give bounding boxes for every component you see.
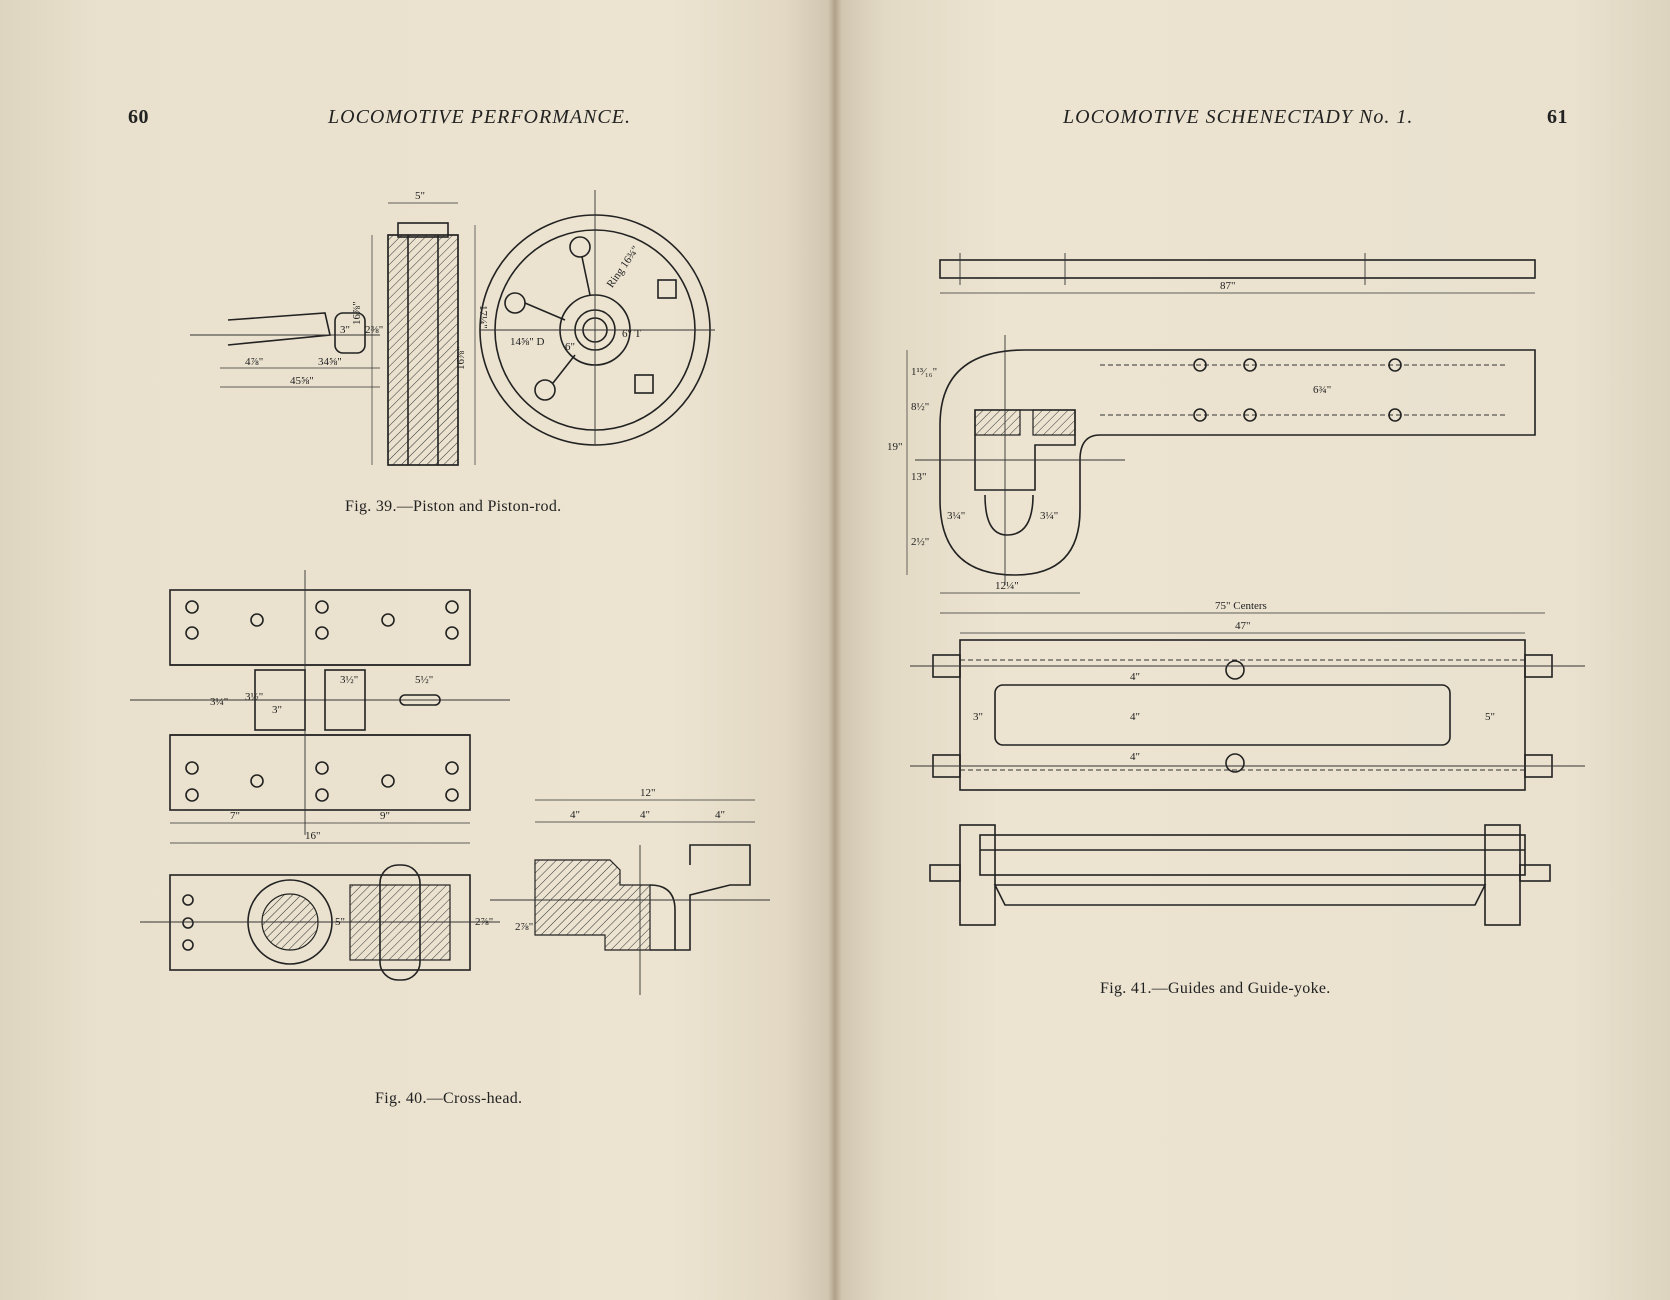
- dim-2-1-2: 2½": [911, 536, 929, 548]
- dim-45-5-8: 45⅝": [290, 375, 314, 387]
- page-number-right: 61: [1547, 106, 1568, 128]
- dim-4in-b: 4": [640, 809, 650, 821]
- dim-ring-16-3-4: Ring 16¾": [605, 244, 642, 290]
- dim-16-7-8-b: 16⅞": [455, 346, 467, 370]
- dim-16-7-8-a: 16⅞": [351, 301, 363, 325]
- figure-41-caption: Fig. 41.—Guides and Guide-yoke.: [1100, 980, 1331, 997]
- dim-4-7-8: 4⅞": [245, 356, 263, 368]
- dim-3-1-4-a: 3¼": [947, 510, 965, 522]
- dim-4in-b-yoke: 4": [1130, 711, 1140, 723]
- dim-3in: 3": [340, 324, 350, 336]
- dim-3-1-2-b: 3½": [245, 691, 263, 703]
- dim-87in: 87": [1220, 280, 1236, 292]
- dim-4in-c-yoke: 4": [1130, 751, 1140, 763]
- dim-5in-yoke: 5": [1485, 711, 1495, 723]
- dim-3-1-2-a: 3½": [340, 674, 358, 686]
- guide-bolt-holes: [1193, 358, 1402, 422]
- figure-41-drawing: 87" 6¾" 1¹³⁄₁₆" 8½" 19" 13" 2½" 3¼" 3¼": [887, 253, 1585, 926]
- right-page: LOCOMOTIVE SCHENECTADY No. 1. 61 87": [835, 0, 1670, 1300]
- dim-1-13-16: 1¹³⁄₁₆": [911, 366, 937, 378]
- dim-9in: 9": [380, 810, 390, 822]
- figure-39-drawing: 5" 16⅞" 17¼" 16⅞" 3" 2⅜" 4⅞" 34⅝" 45⅝": [190, 190, 715, 466]
- dim-6in-t: 6" T: [622, 328, 642, 340]
- dim-7in: 7": [230, 810, 240, 822]
- dim-6-3-4: 6¾": [1313, 384, 1331, 396]
- figure-40-caption: Fig. 40.—Cross-head.: [375, 1090, 523, 1107]
- figure-40-drawing: 3½" 3¼" 3" 3½" 5½" 7" 9" 16" 5" 2⅞" 12" …: [130, 570, 770, 995]
- dim-3in-b: 3": [272, 704, 282, 716]
- dim-75-centers: 75" Centers: [1215, 600, 1267, 612]
- dim-14-5-8-d: 14⅝" D: [510, 336, 544, 348]
- dim-5-1-2: 5½": [415, 674, 433, 686]
- dim-13in: 13": [911, 471, 927, 483]
- dim-2-3-8: 2⅜": [365, 324, 383, 336]
- dim-12in: 12": [640, 787, 656, 799]
- crosshead-bolt-holes: [185, 600, 459, 802]
- dim-16in: 16": [305, 830, 321, 842]
- dim-3in-yoke: 3": [973, 711, 983, 723]
- dim-3-1-4-b: 3¼": [1040, 510, 1058, 522]
- dim-2-7-8-b: 2⅞": [515, 921, 533, 933]
- book-gutter: [828, 0, 842, 1300]
- dim-8-1-2: 8½": [911, 401, 929, 413]
- page-number-left: 60: [128, 106, 149, 128]
- dim-4in-a: 4": [570, 809, 580, 821]
- dim-6in: 6": [565, 341, 575, 353]
- dim-47in: 47": [1235, 620, 1251, 632]
- running-title-right: LOCOMOTIVE SCHENECTADY No. 1.: [1063, 106, 1414, 128]
- dim-5in-elev: 5": [335, 916, 345, 928]
- dim-17-1-4: 17¼": [477, 305, 489, 329]
- left-page: 60 LOCOMOTIVE PERFORMANCE. 5" 16⅞": [128, 106, 770, 1107]
- dim-4in-c: 4": [715, 809, 725, 821]
- figure-39-caption: Fig. 39.—Piston and Piston-rod.: [345, 498, 562, 515]
- dim-4in-a-yoke: 4": [1130, 671, 1140, 683]
- dim-19in: 19": [887, 441, 903, 453]
- dim-34-5-8: 34⅝": [318, 356, 342, 368]
- dim-2-7-8-a: 2⅞": [475, 916, 493, 928]
- dim-3-1-4: 3¼": [210, 696, 228, 708]
- dim-12-1-4: 12¼": [995, 580, 1019, 592]
- dim-5in: 5": [415, 190, 425, 202]
- running-title-left: LOCOMOTIVE PERFORMANCE.: [328, 106, 631, 128]
